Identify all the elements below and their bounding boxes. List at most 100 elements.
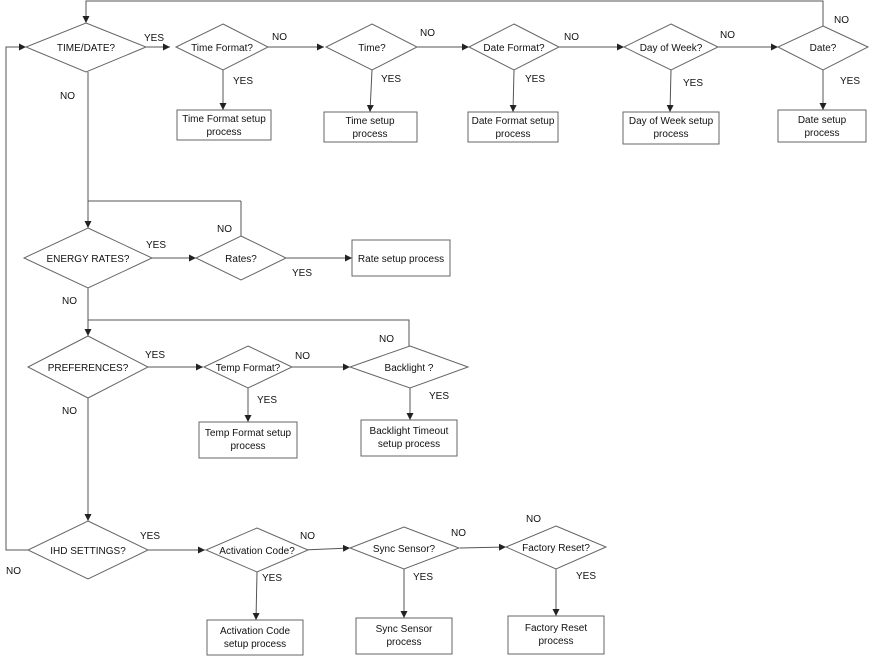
label-no-factory-reset: NO xyxy=(526,514,541,525)
arrow-activation-code-to-setup xyxy=(252,571,260,621)
decision-factory-reset-label: Factory Reset? xyxy=(522,543,590,554)
process-temp-format-setup: Temp Format setup process xyxy=(198,421,298,459)
label-no-day-of-week: NO xyxy=(720,30,735,41)
decision-ihd-settings-label: IHD SETTINGS? xyxy=(50,546,126,557)
process-sync-sensor-setup-line-2: process xyxy=(386,637,421,648)
decision-activation-code-shape xyxy=(204,527,310,573)
process-nodes: Time Format setup process Time setup pro… xyxy=(176,109,867,656)
label-yes-day-of-week: YES xyxy=(683,78,703,89)
arrow-ihd-no-loop-back xyxy=(5,43,30,551)
decision-rates: Rates? xyxy=(194,235,288,281)
process-factory-reset-setup-line-1: Factory Reset xyxy=(525,623,587,634)
decision-time-label: Time? xyxy=(358,43,386,54)
process-date-setup-line-1: Date setup xyxy=(798,115,847,126)
process-date-format-setup: Date Format setup process xyxy=(467,111,559,143)
arrow-activation-code-to-sync-sensor xyxy=(302,544,351,552)
label-yes-time-date: YES xyxy=(144,33,164,44)
decision-factory-reset: Factory Reset? xyxy=(504,525,608,570)
arrow-day-of-week-to-setup xyxy=(666,69,674,113)
label-yes-time-format: YES xyxy=(233,76,253,87)
preferences-merge-line xyxy=(88,319,410,346)
decision-date-shape xyxy=(776,25,869,71)
label-yes-date-format: YES xyxy=(525,74,545,85)
decision-time-format-shape xyxy=(174,23,270,71)
decision-ihd-settings: IHD SETTINGS? xyxy=(26,520,150,580)
decision-preferences: PREFERENCES? xyxy=(26,335,150,399)
decision-ihd-settings-shape xyxy=(26,520,150,580)
process-time-format-setup-line-1: Time Format setup xyxy=(182,114,266,125)
decision-rates-shape xyxy=(194,235,288,281)
decision-date-format-shape xyxy=(467,23,561,71)
label-yes-factory-reset: YES xyxy=(576,571,596,582)
process-date-setup-line-2: process xyxy=(804,128,839,139)
label-no-temp-format: NO xyxy=(295,351,310,362)
label-no-preferences: NO xyxy=(62,406,77,417)
decision-day-of-week-label: Day of Week? xyxy=(640,43,703,54)
label-no-time: NO xyxy=(420,28,435,39)
process-date-format-setup-line-1: Date Format setup xyxy=(472,116,555,127)
decision-energy-rates: ENERGY RATES? xyxy=(22,227,154,289)
decision-temp-format-shape xyxy=(202,345,294,389)
label-no-backlight: NO xyxy=(379,334,394,345)
process-day-of-week-setup: Day of Week setup process xyxy=(622,111,720,145)
decision-backlight-label: Backlight ? xyxy=(385,363,434,374)
decision-factory-reset-shape xyxy=(504,525,608,570)
process-day-of-week-setup-line-2: process xyxy=(653,129,688,140)
process-backlight-timeout-setup-line-1: Backlight Timeout xyxy=(370,426,449,437)
label-no-ihd-settings: NO xyxy=(6,566,21,577)
label-yes-activation-code: YES xyxy=(262,573,282,584)
decision-rates-label: Rates? xyxy=(225,254,257,265)
label-no-rates: NO xyxy=(217,224,232,235)
decision-date-label: Date? xyxy=(810,43,837,54)
arrow-date-format-to-setup xyxy=(509,69,517,113)
decision-sync-sensor-shape xyxy=(348,526,461,570)
decision-day-of-week: Day of Week? xyxy=(622,23,720,71)
process-activation-code-setup-line-1: Activation Code xyxy=(220,626,290,637)
label-yes-ihd-settings: YES xyxy=(140,531,160,542)
process-temp-format-setup-line-2: process xyxy=(230,441,265,452)
label-no-energy-rates: NO xyxy=(62,296,77,307)
process-activation-code-setup-line-2: setup process xyxy=(224,639,286,650)
decision-sync-sensor: Sync Sensor? xyxy=(348,526,461,570)
label-no-activation-code: NO xyxy=(300,531,315,542)
decision-day-of-week-shape xyxy=(622,23,720,71)
label-yes-backlight: YES xyxy=(429,391,449,402)
decision-backlight: Backlight ? xyxy=(348,345,470,389)
process-time-setup-line-1: Time setup xyxy=(345,116,395,127)
process-time-format-setup-box xyxy=(176,109,272,141)
decision-time-date-shape xyxy=(24,22,148,73)
label-no-time-date: NO xyxy=(60,91,75,102)
process-backlight-timeout-setup: Backlight Timeout setup process xyxy=(360,419,458,457)
decision-time-date: TIME/DATE? xyxy=(24,22,148,73)
decision-sync-sensor-label: Sync Sensor? xyxy=(373,544,436,555)
label-yes-temp-format: YES xyxy=(257,395,277,406)
process-date-setup-box xyxy=(777,109,867,143)
label-yes-rates: YES xyxy=(292,268,312,279)
label-no-date-format: NO xyxy=(564,32,579,43)
connector-lines xyxy=(5,0,827,621)
process-time-setup-line-2: process xyxy=(352,129,387,140)
process-backlight-timeout-setup-box xyxy=(360,419,458,457)
process-backlight-timeout-setup-line-2: setup process xyxy=(378,439,440,450)
decision-activation-code-label: Activation Code? xyxy=(219,546,295,557)
decision-time-format-label: Time Format? xyxy=(191,43,253,54)
process-day-of-week-setup-box xyxy=(622,111,720,145)
decision-preferences-shape xyxy=(26,335,150,399)
process-date-format-setup-line-2: process xyxy=(495,129,530,140)
decision-backlight-shape xyxy=(348,345,470,389)
decision-time-format: Time Format? xyxy=(174,23,270,71)
process-factory-reset-setup-line-2: process xyxy=(538,636,573,647)
label-yes-time: YES xyxy=(381,74,401,85)
arrow-time-to-setup xyxy=(366,69,374,113)
process-temp-format-setup-box xyxy=(198,421,298,459)
decision-energy-rates-label: ENERGY RATES? xyxy=(47,254,130,265)
decision-time-shape xyxy=(324,23,419,71)
label-yes-date: YES xyxy=(840,76,860,87)
process-time-setup-box xyxy=(323,111,418,143)
decision-temp-format-label: Temp Format? xyxy=(216,363,281,374)
process-sync-sensor-setup-line-1: Sync Sensor xyxy=(376,624,433,635)
process-day-of-week-setup-line-1: Day of Week setup xyxy=(629,116,714,127)
process-rate-setup-line-1: Rate setup process xyxy=(358,254,444,265)
process-date-format-setup-box xyxy=(467,111,559,143)
process-factory-reset-setup-box xyxy=(507,615,605,655)
